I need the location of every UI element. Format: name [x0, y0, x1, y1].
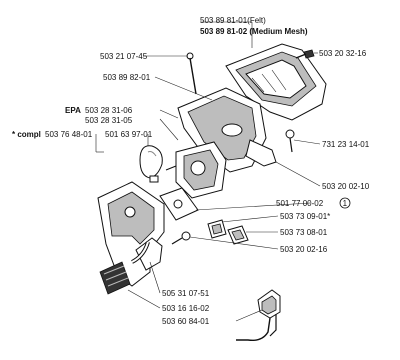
label-503-73-08-01: 503 73 08-01 [280, 228, 328, 237]
label-731-23-14-01: 731 23 14-01 [322, 140, 370, 149]
label-503-89-82-01: 503 89 82-01 [103, 73, 151, 82]
label-503-20-02-16: 503 20 02-16 [280, 245, 328, 254]
label-circled-1: 1 [343, 199, 348, 208]
part-labels: 503 89 81-01(Felt) 503 89 81-02 (Medium … [12, 16, 370, 326]
label-503-73-09-01: 503 73 09-01* [280, 212, 330, 221]
label-compl-prefix: * compl [12, 130, 41, 139]
label-503-89-81-01: 503 89 81-01(Felt) [200, 16, 266, 25]
label-503-76-48-01: 503 76 48-01 [45, 130, 93, 139]
screw-503-20-02-16 [171, 231, 191, 245]
label-503-28-31-06: 503 28 31-06 [85, 106, 133, 115]
label-503-21-07-45: 503 21 07-45 [100, 52, 148, 61]
label-501-63-97-01: 501 63 97-01 [105, 130, 153, 139]
grommet-lower [227, 225, 249, 245]
label-503-89-81-02: 503 89 81-02 (Medium Mesh) [200, 27, 308, 36]
label-epa-prefix: EPA [65, 106, 81, 115]
primer-bulb [139, 145, 163, 183]
carburetor-base-plate [97, 181, 165, 287]
label-503-16-16-02: 503 16 16-02 [162, 304, 210, 313]
label-501-77-00-02: 501 77 00-02 [276, 199, 324, 208]
screw-503-20-32-16 [295, 49, 315, 59]
note-circle [339, 197, 351, 209]
throttle-link [236, 289, 281, 342]
bolt-503-21-07-45 [186, 52, 197, 95]
grommet-upper [207, 219, 227, 239]
hose-505-31-07-51 [131, 241, 150, 264]
label-503-20-32-16: 503 20 32-16 [319, 49, 367, 58]
intake-bellow [99, 261, 131, 295]
label-503-28-31-05: 503 28 31-05 [85, 116, 133, 125]
label-503-60-84-01: 503 60 84-01 [162, 317, 210, 326]
carburetor [165, 141, 227, 199]
label-505-31-07-51: 505 31 07-51 [162, 289, 210, 298]
label-503-20-02-10: 503 20 02-10 [322, 182, 370, 191]
leader-lines [95, 21, 321, 322]
air-filter [225, 43, 327, 121]
screw-731-23-14-01 [285, 129, 295, 153]
